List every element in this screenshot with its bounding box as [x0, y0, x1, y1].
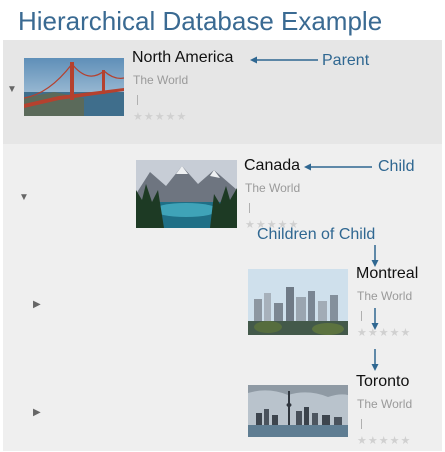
record-field-cursor[interactable]	[361, 311, 362, 321]
record-field-cursor[interactable]	[249, 203, 250, 213]
golden-gate-bridge-thumbnail	[24, 58, 124, 116]
diagram-title: Hierarchical Database Example	[18, 6, 383, 36]
record-field-cursor[interactable]	[361, 419, 362, 429]
record-field-cursor[interactable]	[137, 95, 138, 105]
rating-stars[interactable]: ★★★★★	[357, 327, 412, 339]
expanded-triangle-icon[interactable]: ▼	[7, 84, 17, 95]
collapsed-triangle-icon[interactable]: ▶	[33, 299, 41, 310]
record-name[interactable]: Canada	[244, 157, 301, 174]
collapsed-triangle-icon[interactable]: ▶	[33, 407, 41, 418]
rating-stars[interactable]: ★★★★★	[357, 435, 412, 447]
record-subtitle: The World	[357, 289, 413, 303]
child-annotation: Child	[378, 158, 415, 175]
rating-stars[interactable]: ★★★★★	[133, 111, 188, 123]
rating-stars[interactable]: ★★★★★	[245, 219, 300, 231]
record-name[interactable]: North America	[132, 49, 234, 66]
record-name[interactable]: Montreal	[356, 265, 419, 282]
children-of-child-annotation: Children of Child	[257, 226, 376, 243]
child-arrow	[304, 163, 372, 171]
record-subtitle: The World	[245, 181, 301, 195]
record-subtitle: The World	[357, 397, 413, 411]
children-down-arrow	[371, 349, 379, 371]
montreal-skyline-thumbnail	[248, 269, 348, 335]
children-down-arrow	[371, 308, 379, 330]
parent-arrow	[250, 56, 318, 64]
expanded-triangle-icon[interactable]: ▼	[19, 192, 29, 203]
record-subtitle: The World	[133, 73, 189, 87]
record-name[interactable]: Toronto	[356, 373, 410, 390]
mountain-lake-thumbnail	[136, 160, 237, 228]
toronto-skyline-thumbnail	[248, 385, 348, 437]
parent-annotation: Parent	[322, 52, 370, 69]
children-down-arrow	[371, 245, 379, 267]
